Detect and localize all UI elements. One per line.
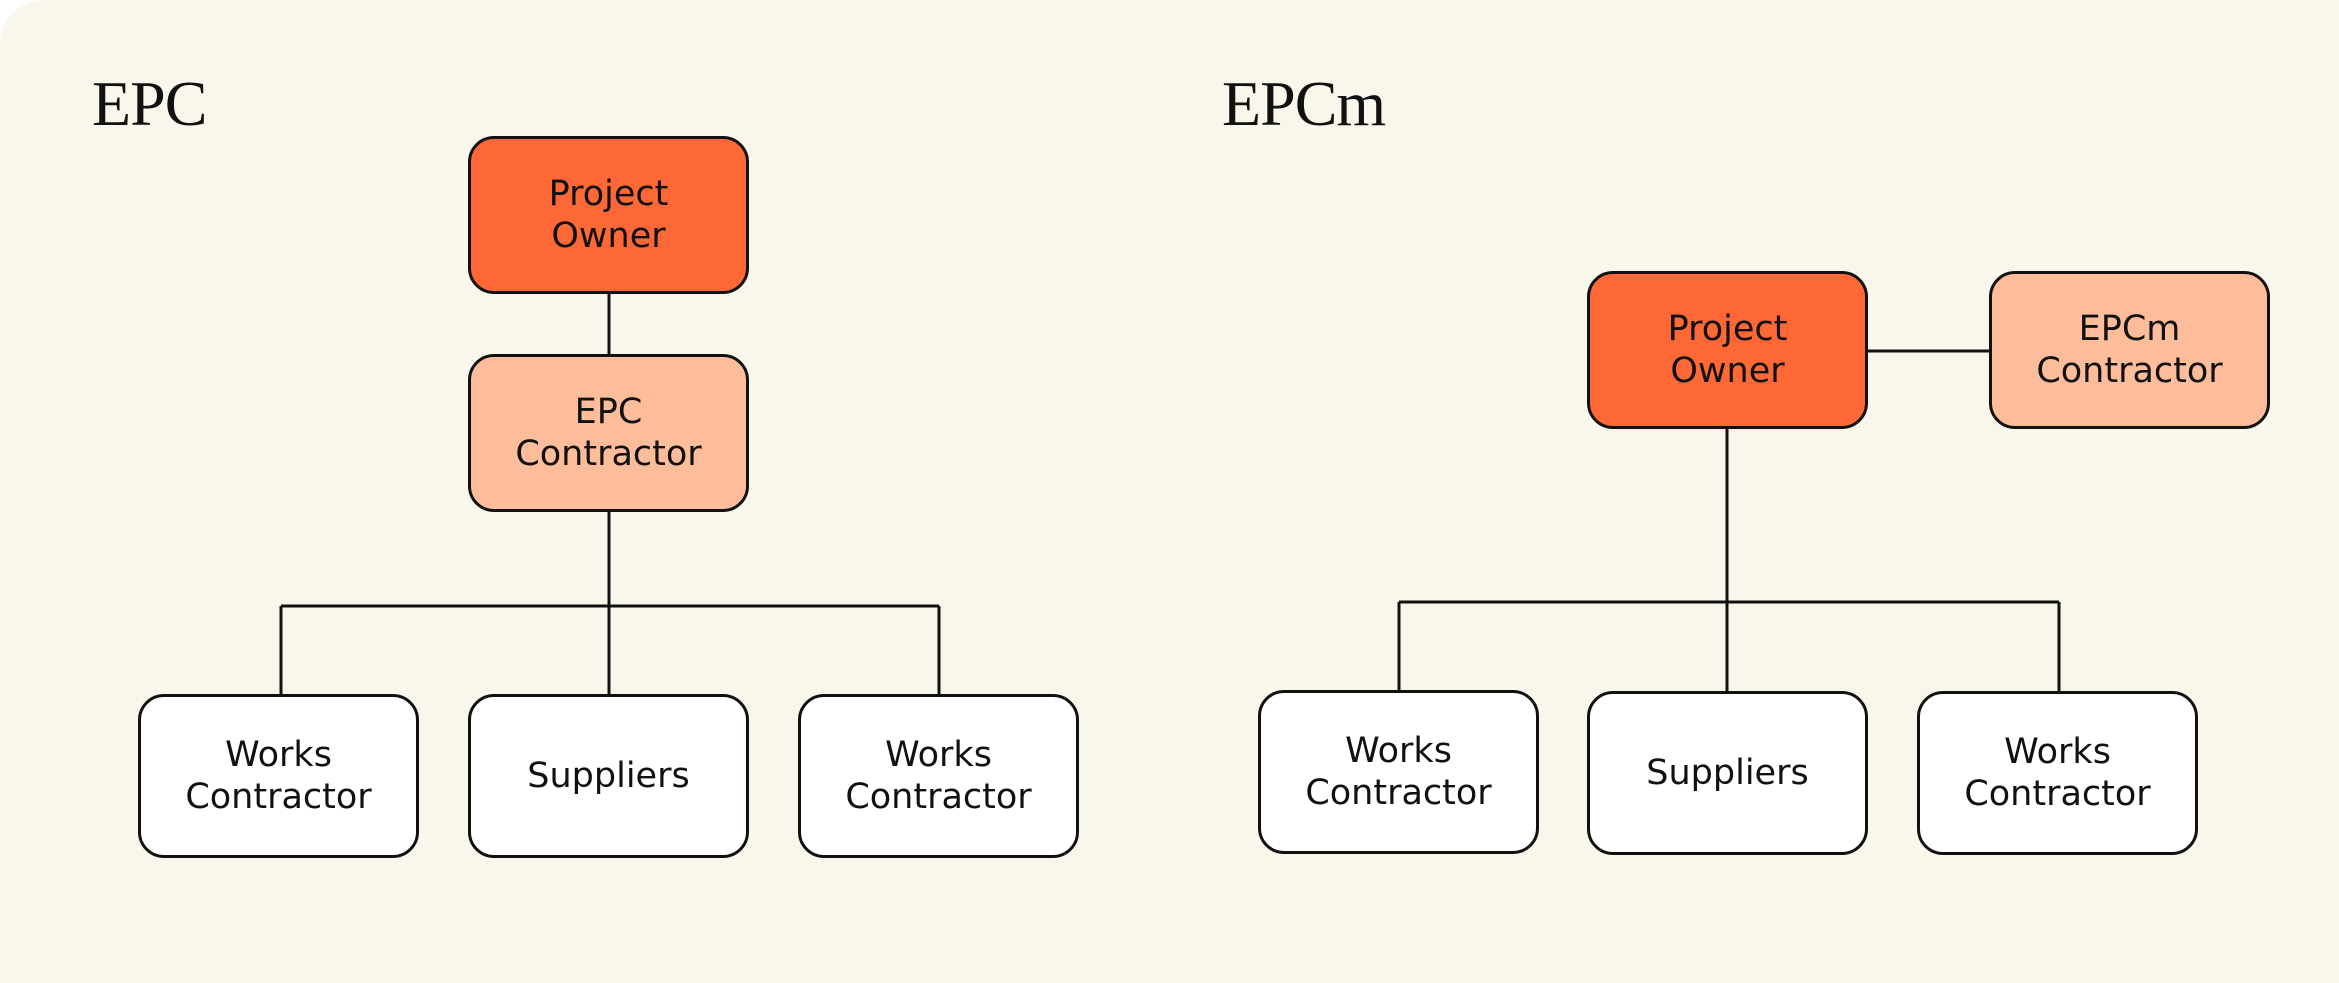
epc-suppliers-node: Suppliers (468, 694, 749, 858)
epc-works-contractor-left-node: Works Contractor (138, 694, 419, 858)
epcm-suppliers-node: Suppliers (1587, 691, 1868, 855)
epc-contractor-node: EPC Contractor (468, 354, 749, 512)
epcm-works-contractor-right-node: Works Contractor (1917, 691, 2198, 855)
epc-section-title: EPC (92, 68, 207, 139)
epcm-project-owner-node: Project Owner (1587, 271, 1868, 429)
epcm-contractor-node: EPCm Contractor (1989, 271, 2270, 429)
epcm-section-title: EPCm (1222, 68, 1386, 139)
epcm-works-contractor-left-node: Works Contractor (1258, 690, 1539, 854)
epc-project-owner-node: Project Owner (468, 136, 749, 294)
epc-works-contractor-right-node: Works Contractor (798, 694, 1079, 858)
